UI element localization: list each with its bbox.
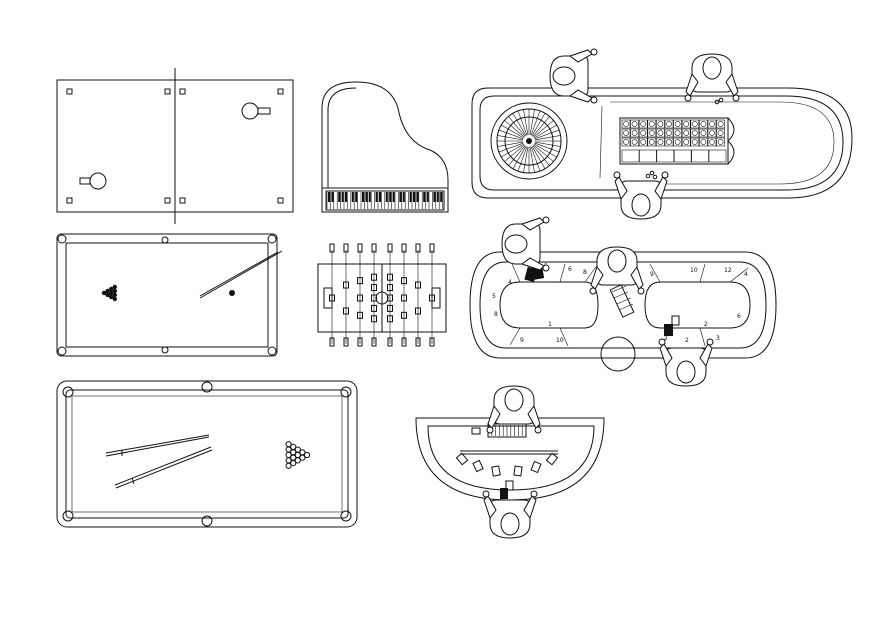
bet-number-label: 6 <box>737 313 741 320</box>
bet-number-label: 8 <box>494 311 498 318</box>
cue-ball <box>229 290 235 296</box>
person-icon <box>684 53 740 102</box>
bet-number-label: 2 <box>704 321 708 328</box>
bet-number-label: 2 <box>664 335 668 342</box>
piano-keys <box>326 192 443 209</box>
ping-pong-table <box>56 68 294 224</box>
bet-number-label: 8 <box>583 269 587 276</box>
bet-number-label: 2 <box>685 337 689 344</box>
foosball-table <box>317 243 447 347</box>
craps-table: 4568910124568910231212 <box>469 251 777 372</box>
bet-number-label: 1 <box>548 321 552 328</box>
paddle-icon <box>241 102 271 120</box>
bet-number-label: 6 <box>568 266 572 273</box>
bet-number-label: 5 <box>492 293 496 300</box>
chip-stack <box>609 284 635 318</box>
person-icon <box>501 216 550 272</box>
blackjack-table <box>415 417 605 501</box>
paddle-icon <box>79 172 107 190</box>
person-icon <box>482 490 538 539</box>
grand-piano <box>321 81 449 213</box>
ball-rack <box>101 284 118 302</box>
bet-number-label: 12 <box>724 267 732 274</box>
person-icon <box>549 48 598 104</box>
cue-stick <box>199 250 283 299</box>
card-icon <box>500 480 514 499</box>
roulette-table <box>471 87 853 199</box>
pool-table-small <box>56 233 283 357</box>
roulette-wheel <box>490 102 568 180</box>
person-icon <box>658 338 714 387</box>
bet-number-label: 3 <box>716 335 720 342</box>
bet-number-label: 10 <box>690 267 698 274</box>
bet-number-label: 9 <box>650 271 654 278</box>
ball-rack <box>285 441 311 469</box>
dealer-stool <box>600 336 636 372</box>
pool-table-large <box>56 380 358 528</box>
bet-number-label: 9 <box>520 337 524 344</box>
bet-number-label: 10 <box>556 337 564 344</box>
bet-number-label: 4 <box>744 271 748 278</box>
dice-icon <box>645 97 724 180</box>
person-icon <box>613 171 669 220</box>
cue-stick <box>105 434 213 489</box>
roulette-betting-layout <box>619 117 735 165</box>
bet-number-label: 4 <box>508 279 512 286</box>
